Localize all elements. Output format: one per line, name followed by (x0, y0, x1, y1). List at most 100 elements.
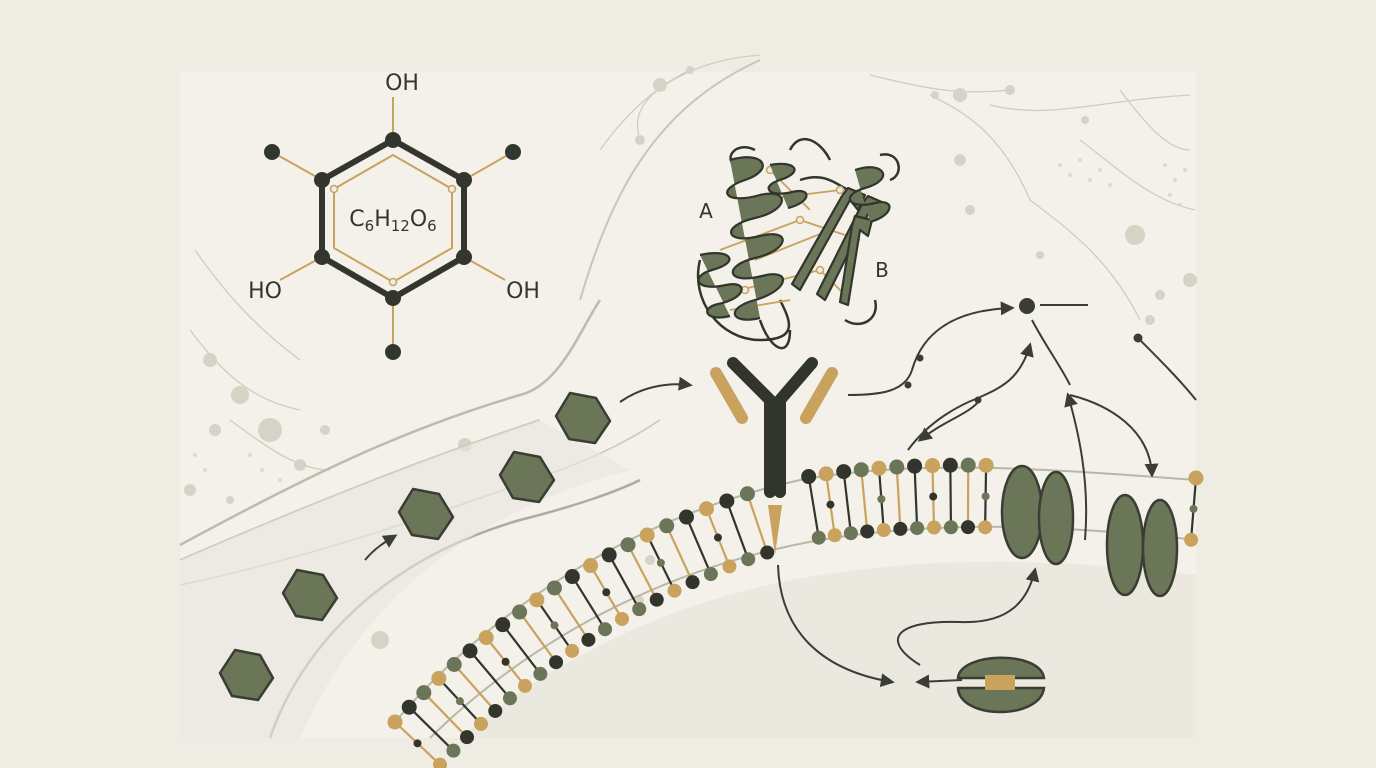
lipid-head (942, 457, 958, 473)
lipid-head (801, 469, 817, 485)
lipid-tail (608, 554, 641, 610)
lipid-head (827, 528, 842, 543)
lipid-joint (602, 588, 611, 597)
lipid-joint (501, 657, 510, 666)
helix-coil (697, 252, 743, 319)
lipid-head (581, 632, 596, 647)
channel-protein (1037, 470, 1075, 566)
lipid-head (546, 580, 562, 596)
lipid-tail (913, 466, 919, 529)
lipid-tail (518, 611, 557, 663)
signaling-pathway (777, 301, 1197, 689)
pathway-arrow (897, 567, 1040, 666)
lipid-head (978, 520, 993, 535)
lipid-head (843, 526, 858, 541)
lipid-joint (826, 500, 835, 509)
lipid-head (685, 575, 700, 590)
pathway-node (904, 381, 912, 389)
hexagon-particle (218, 648, 275, 702)
receptor (710, 357, 838, 555)
lipid-head (533, 666, 548, 681)
pathway-arrow (847, 301, 1015, 396)
lipid-joint (1189, 504, 1198, 513)
background-curve (579, 59, 761, 301)
lipid-head (893, 521, 908, 536)
lipid-tail (746, 493, 769, 553)
lipid-tail (860, 469, 869, 532)
lipid-head (431, 670, 447, 686)
lipid-head (960, 457, 976, 473)
lipid-joint (413, 739, 422, 748)
lipid-head (943, 520, 958, 535)
enzyme-complex (956, 656, 1046, 714)
lipid-head (924, 458, 940, 474)
lipid-head (433, 757, 448, 768)
glucose-structure: OH HO OH C6H12O6 (248, 71, 540, 360)
lipid-head (659, 518, 675, 534)
lipid-tail (807, 476, 820, 538)
pathway-arrow (1031, 319, 1071, 386)
lipid-head (401, 699, 417, 715)
lipid-head (460, 730, 475, 745)
pathway-node (916, 354, 924, 362)
lipid-head (889, 459, 905, 475)
lipid-head (741, 552, 756, 567)
pathway-arrow (917, 399, 981, 442)
lipid-tail (453, 663, 497, 712)
lipid-head (632, 602, 647, 617)
lipid-head (760, 545, 775, 560)
background-dot-texture (193, 158, 1187, 482)
lipid-head (495, 617, 511, 633)
group-left-label: HO (248, 279, 282, 304)
protein-label-a: A (699, 199, 713, 223)
lipid-head (860, 524, 875, 539)
lipid-head (529, 592, 545, 608)
lipid-tail (627, 544, 658, 601)
group-top-label: OH (385, 71, 419, 96)
lipid-head (549, 655, 564, 670)
lipid-head (1188, 470, 1204, 486)
hexagon-particle (498, 450, 556, 504)
hexagon-particle (281, 568, 339, 622)
channel-protein (1141, 498, 1179, 598)
lipid-tail (949, 465, 953, 528)
helix-coil (848, 166, 891, 224)
hexagon-particle (397, 487, 455, 541)
pathway-arrow (1064, 392, 1088, 541)
lipid-head (615, 611, 630, 626)
lipid-head (910, 521, 925, 536)
group-right-label: OH (506, 279, 540, 304)
lipid-tail (665, 525, 694, 583)
channel-protein (1105, 493, 1145, 597)
lipid-head (876, 523, 891, 538)
lipid-head (387, 714, 403, 730)
transport-arrow (619, 376, 693, 403)
lipid-head (719, 493, 735, 509)
lipid-tail (469, 650, 511, 700)
helix-coil (726, 156, 784, 321)
lipid-joint (877, 495, 886, 504)
pathway-arrow (915, 674, 963, 689)
lipid-bilayer (387, 457, 1204, 768)
helix-coil (767, 162, 808, 210)
lipid-tail (501, 623, 542, 675)
hexagon-particle (554, 391, 612, 445)
formula-label: C6H12O6 (349, 207, 436, 235)
lipid-joint (929, 492, 938, 501)
lipid-head (649, 592, 664, 607)
lipid-head (512, 604, 528, 620)
lipid-head (1184, 532, 1199, 547)
pathway-arrow (1069, 394, 1159, 478)
lipid-head (583, 558, 599, 574)
lipid-head (739, 486, 755, 502)
lipid-head (699, 501, 715, 517)
lipid-tail (842, 471, 852, 534)
channel-protein (1000, 464, 1044, 560)
lipid-head (667, 583, 682, 598)
lipid-head (703, 567, 718, 582)
pathway-node (974, 396, 982, 404)
lipid-head (853, 462, 869, 478)
lipid-head (907, 458, 923, 474)
pathway-nodes (904, 298, 1143, 404)
